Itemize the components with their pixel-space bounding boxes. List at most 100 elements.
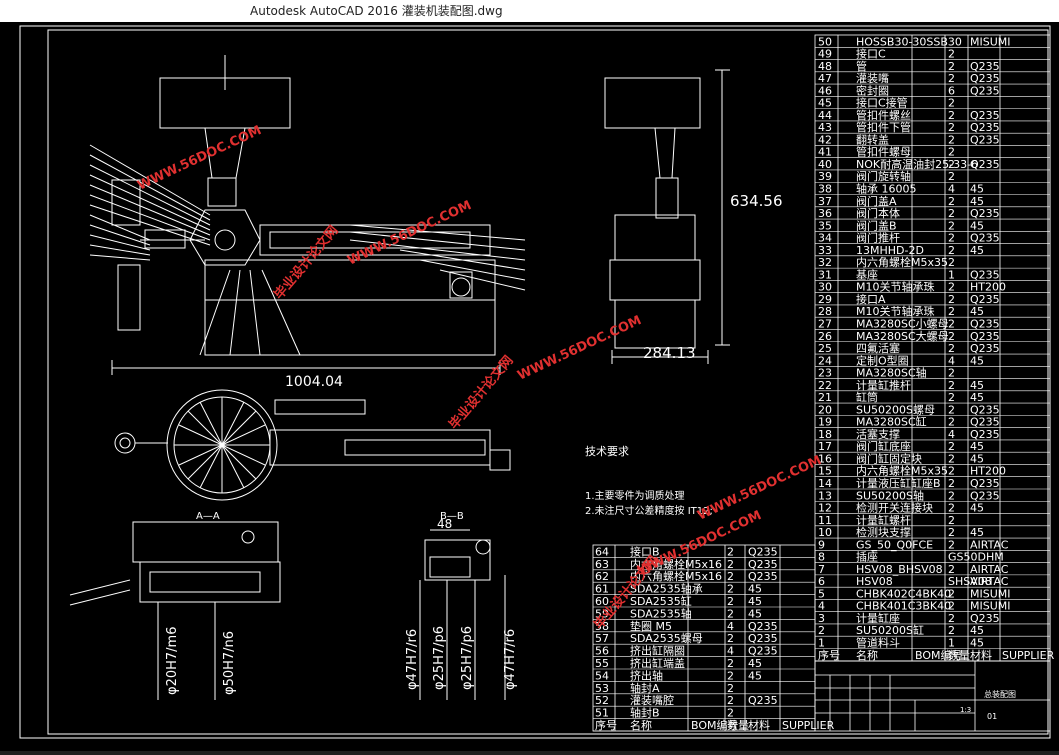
bom-right-cell: MISUMI	[970, 587, 1011, 600]
bom-right-cell: 50	[818, 35, 832, 48]
bom-right-cell: 17	[818, 440, 832, 453]
bom-right-cell: 26	[818, 330, 832, 343]
bom-left-cell: Q235	[748, 620, 778, 633]
bom-right-cell: 2	[948, 367, 955, 380]
bom-right-header-cell: SUPPLIER	[1002, 649, 1055, 662]
bom-right-cell: 2	[948, 563, 955, 576]
bom-left-cell: SDA2535螺母	[630, 632, 703, 645]
bom-left-cell: 2	[727, 607, 734, 620]
dim-height: 634.56	[730, 192, 783, 210]
bom-right-cell: 24	[818, 354, 832, 367]
bom-right-cell: Q235	[970, 133, 1000, 146]
bom-right-cell: Q235	[970, 477, 1000, 490]
bom-left-cell: SDA2535轴	[630, 606, 692, 620]
fit-label-5: φ25H7/p6	[460, 626, 475, 690]
bom-right-cell: 37	[818, 195, 832, 208]
bom-right-cell: 21	[818, 391, 832, 404]
bom-left-cell: 4	[727, 645, 734, 658]
bom-right-cell: 管扣件螺母	[856, 145, 911, 159]
bom-right-cell: 2	[948, 281, 955, 294]
bom-right-cell: 2	[948, 97, 955, 110]
bom-right-cell: 8	[818, 551, 825, 564]
bom-right-cell: 2	[948, 379, 955, 392]
title-drawing-name: 总装配图	[984, 689, 1016, 699]
bom-right-cell: MA3280SC轴	[856, 366, 927, 380]
bom-right-cell: 2	[948, 48, 955, 61]
bom-left-cell: 53	[595, 682, 609, 695]
bom-right-cell: 2	[948, 587, 955, 600]
bom-right-cell: Q235	[970, 403, 1000, 416]
bom-left-cell: 2	[727, 570, 734, 583]
bom-right-cell: HOSSB30-30SSB30	[856, 35, 962, 48]
bom-right-cell: 接口C接管	[856, 96, 908, 110]
bom-right-header-cell: BOM编号	[915, 648, 963, 662]
bom-right-cell: 活塞支撑	[856, 427, 900, 441]
bom-right-cell: 20	[818, 403, 832, 416]
watermark-3: 毕业设计论文网	[446, 353, 517, 433]
bom-right-cell: 2	[948, 293, 955, 306]
bom-right-cell: NOK耐高温油封25-33-6	[856, 157, 978, 171]
bom-right-cell: 45	[970, 637, 984, 650]
bom-right-cell: 2	[948, 109, 955, 122]
bom-right-cell: CHBK402C4BK40	[856, 587, 951, 600]
bom-right-cell: 2	[948, 403, 955, 416]
bom-right-cell: 29	[818, 293, 832, 306]
bom-right-cell: 缸筒	[856, 390, 878, 404]
bom-right-table	[814, 34, 1051, 662]
bom-right-cell: 2	[948, 60, 955, 73]
bom-right-cell: 46	[818, 84, 832, 97]
bom-right-cell: 15	[818, 465, 832, 478]
bom-left-header-cell: SUPPLIER	[782, 719, 835, 732]
bom-right-cell: 计量缸推杆	[856, 378, 911, 392]
bom-left-cell: 挤出缸端盖	[630, 656, 685, 670]
bom-right-cell: 45	[970, 502, 984, 515]
bom-right-header-cell: 名称	[856, 648, 878, 662]
bom-right-cell: 2	[948, 317, 955, 330]
bom-right-cell: 39	[818, 170, 832, 183]
bom-left-cell: 52	[595, 694, 609, 707]
bom-right-cell: 2	[948, 624, 955, 637]
bom-right-cell: 2	[948, 195, 955, 208]
bom-left-cell: 2	[727, 583, 734, 596]
bom-right-cell: 阀门盖A	[856, 194, 897, 208]
bom-left-header-cell: 材料	[748, 718, 770, 732]
bom-right-cell: 25	[818, 342, 832, 355]
bom-right-cell: 4	[948, 183, 955, 196]
bom-left-cell: Q235	[748, 645, 778, 658]
bom-right-cell: 23	[818, 367, 832, 380]
bom-right-cell: 接口A	[856, 293, 886, 306]
bom-right-cell: 2	[948, 502, 955, 515]
bom-right-cell: 12	[818, 502, 832, 515]
bom-right-cell: 接口C	[856, 48, 886, 61]
bom-right-cell: 2	[818, 624, 825, 637]
bom-right-cell: Q235	[970, 489, 1000, 502]
bom-right-cell: 2	[948, 244, 955, 257]
bom-right-cell: 2	[948, 538, 955, 551]
bom-right-cell: 2	[948, 170, 955, 183]
watermark-4: WWW.56DOC.COM	[515, 313, 644, 384]
bom-left-cell: 垫圈 M5	[630, 619, 672, 633]
bom-right-cell: 阀门缸底座	[856, 439, 911, 453]
bom-left-cell: 挤出缸隔圈	[630, 644, 685, 658]
drawing-canvas[interactable]: 1004.04 634.56 284.13 48 A—A B—B φ20H7/m…	[0, 22, 1059, 751]
bom-left-cell: Q235	[748, 545, 778, 558]
bom-right-cell: 32	[818, 256, 832, 269]
bom-right-cell: Q235	[970, 158, 1000, 171]
bom-right-cell: 2	[948, 207, 955, 220]
bom-right-cell: 19	[818, 416, 832, 429]
bom-right-cell: 11	[818, 514, 832, 527]
bom-right-cell: 6	[818, 575, 825, 588]
bom-right-cell: 2	[948, 477, 955, 490]
label-section-bb: B—B	[440, 511, 464, 522]
dim-side-width: 284.13	[643, 344, 696, 362]
bom-left-cell: 62	[595, 570, 609, 583]
tech-requirements-title: 技术要求	[585, 445, 629, 458]
bom-right-cell: SU50200S螺母	[856, 403, 935, 416]
bom-left-cell: Q235	[748, 632, 778, 645]
bom-right-cell: 计量缸螺杆	[856, 513, 911, 527]
bom-right-cell: 2	[948, 330, 955, 343]
bom-right-cell: 45	[970, 440, 984, 453]
bom-right-cell: MA3280SC大螺母	[856, 329, 949, 343]
bom-right-cell: 阀门旋转轴	[856, 169, 911, 183]
bom-right-cell: 管扣件下管	[856, 120, 911, 134]
